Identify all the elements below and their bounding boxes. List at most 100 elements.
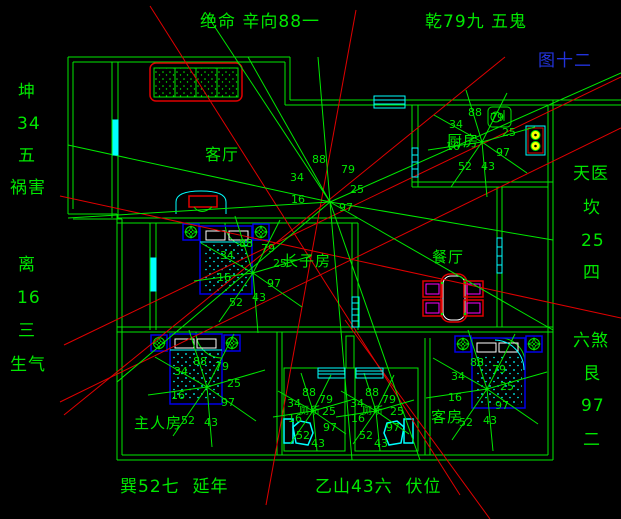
label-tianyi: 天医	[573, 164, 609, 184]
num-79: 79	[492, 363, 506, 376]
room-label-eldest-son: 长子房	[283, 252, 331, 270]
num-97: 97	[496, 146, 510, 159]
wheel-numbers-master: 88 79 34 25 16 97 43 52	[171, 355, 241, 429]
label-huohai: 祸害	[10, 178, 46, 198]
wheel-guest	[425, 329, 548, 452]
room-label-master: 主人房	[134, 414, 182, 432]
room-wheels	[147, 89, 548, 452]
kitchen-stove	[525, 125, 546, 156]
num-34: 34	[287, 397, 301, 410]
num-25: 25	[227, 377, 241, 390]
num-34: 34	[350, 397, 364, 410]
num-43: 43	[252, 291, 266, 304]
room-label-bath-right: 厕所	[362, 405, 384, 417]
num-97: 97	[386, 421, 400, 434]
num-34: 34	[174, 365, 188, 378]
label-kan-25: 25	[581, 231, 605, 251]
sofa	[149, 62, 243, 102]
num-16: 16	[288, 412, 302, 425]
num-43: 43	[483, 414, 497, 427]
num-79: 79	[382, 393, 396, 406]
room-label-dining: 餐厅	[432, 248, 464, 266]
num-52: 52	[296, 429, 310, 442]
label-li-16: 16	[17, 288, 41, 308]
label-kun: 坤	[18, 82, 36, 102]
num-97: 97	[323, 421, 337, 434]
num-88: 88	[193, 355, 207, 368]
label-xun-yannian: 巽52七 延年	[120, 477, 229, 497]
num-34: 34	[290, 171, 304, 184]
room-label-living: 客厅	[205, 145, 239, 164]
window-bath-right	[355, 367, 384, 379]
label-qian-wugui: 乾79九 五鬼	[425, 12, 528, 32]
wheel-numbers-guest: 88 79 34 25 16 97 43 52	[448, 356, 514, 429]
num-79: 79	[215, 360, 229, 373]
master-bed	[150, 333, 241, 405]
window-top-right	[373, 95, 406, 109]
window-eldest-left	[150, 257, 157, 292]
wheel-kitchen	[427, 89, 536, 198]
room-label-kitchen: 厨房	[447, 132, 479, 150]
dining-chairs	[422, 280, 484, 317]
window-living-inner	[112, 119, 119, 156]
wheel-bath-left	[272, 372, 352, 452]
num-52: 52	[181, 414, 195, 427]
num-52: 52	[359, 429, 373, 442]
num-25: 25	[500, 380, 514, 393]
num-79: 79	[261, 242, 275, 255]
dining-table-set	[422, 273, 484, 323]
label-gen-er: 二	[583, 430, 601, 450]
wheel-numbers-eldest-son: 88 79 34 25 16 97 43 52	[217, 237, 287, 309]
num-34: 34	[220, 249, 234, 262]
label-gen: 艮	[583, 364, 601, 384]
num-88: 88	[312, 153, 326, 166]
wheel-master	[147, 329, 266, 448]
num-43: 43	[374, 437, 388, 450]
num-25: 25	[322, 405, 336, 418]
num-88: 88	[470, 356, 484, 369]
red-sector-lines	[59, 5, 621, 519]
num-88: 88	[365, 386, 379, 399]
label-gen-97: 97	[581, 396, 605, 416]
wheel-eldest-son	[193, 215, 312, 334]
label-jueming-xinxiang: 绝命 辛向88一	[200, 12, 321, 32]
wheel-numbers-bath-right: 88 79 34 25 16 97 43 52	[350, 386, 404, 450]
label-yishan-fuwei: 乙山43六 伏位	[315, 477, 442, 497]
num-88: 88	[302, 386, 316, 399]
num-79: 79	[319, 393, 333, 406]
num-97: 97	[495, 399, 509, 412]
label-kun-34: 34	[17, 114, 41, 134]
num-43: 43	[204, 416, 218, 429]
num-16: 16	[217, 271, 231, 284]
house-center-wheel	[67, 11, 621, 461]
wheel-numbers-kitchen: 88 79 34 25 16 97 43 52	[446, 106, 516, 173]
num-52: 52	[458, 160, 472, 173]
window-eldest-right	[351, 296, 360, 328]
wheel-numbers-living: 88 79 34 25 16 97	[290, 153, 364, 214]
label-li-san: 三	[18, 321, 36, 341]
num-16: 16	[171, 389, 185, 402]
num-25: 25	[273, 257, 287, 270]
num-43: 43	[311, 437, 325, 450]
num-79: 79	[341, 163, 355, 176]
num-16: 16	[291, 193, 305, 206]
num-52: 52	[459, 416, 473, 429]
wheel-bath-right	[335, 372, 415, 452]
num-79: 79	[490, 111, 504, 124]
label-kan: 坎	[583, 198, 601, 218]
num-16: 16	[351, 412, 365, 425]
label-li: 离	[18, 255, 36, 275]
label-kan-si: 四	[583, 263, 601, 283]
num-34: 34	[449, 118, 463, 131]
num-97: 97	[267, 277, 281, 290]
window-dining-right	[496, 237, 503, 274]
label-kun-wu: 五	[18, 146, 36, 166]
label-liusha: 六煞	[573, 331, 609, 351]
window-kitchen-left	[411, 147, 419, 178]
num-52: 52	[229, 296, 243, 309]
num-88: 88	[239, 237, 253, 250]
num-97: 97	[221, 396, 235, 409]
window-bath-left	[317, 367, 346, 379]
num-16: 16	[448, 391, 462, 404]
